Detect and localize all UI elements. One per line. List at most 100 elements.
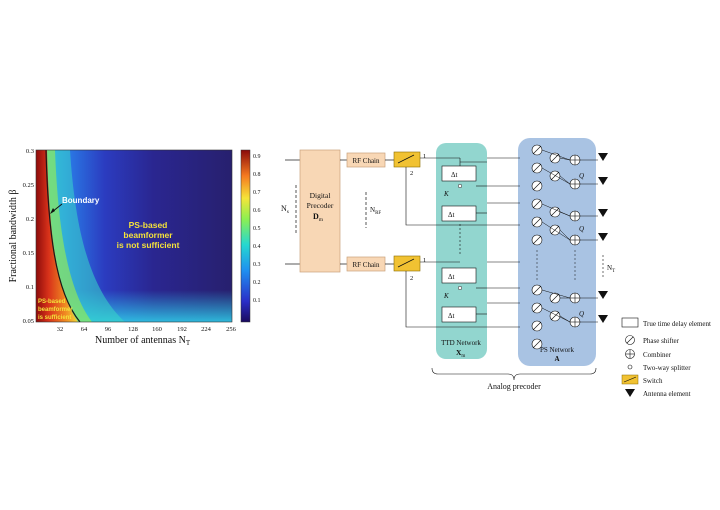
legend-label: True time delay element (643, 320, 711, 328)
antenna-icon (598, 177, 608, 185)
antenna-icon (598, 233, 608, 241)
svg-text:0.4: 0.4 (253, 244, 261, 250)
legend-label: Switch (643, 377, 663, 385)
y-axis-label: Fractional bandwidth β (8, 190, 19, 283)
legend-label: Phase shifter (643, 337, 680, 345)
ttd-delay-1 (441, 165, 477, 182)
svg-text:is sufficient: is sufficient (38, 315, 71, 321)
splitter-icon (627, 364, 633, 370)
q-label-3: Q (579, 310, 584, 318)
digital-precoder-line1: Digital (310, 191, 331, 200)
x-tick: 224 (201, 326, 212, 333)
svg-text:PS-based: PS-based (129, 220, 168, 230)
precoder-diagram: Ns Digital Precoder Dm RF Chain RF Chain… (281, 138, 615, 391)
switch-top (393, 151, 421, 168)
ttd-output-lines (460, 157, 520, 315)
boundary-label: Boundary (62, 196, 100, 205)
bypass-line-bottom (405, 271, 520, 328)
antenna-icon (598, 153, 608, 161)
svg-text:beamformer: beamformer (123, 230, 173, 240)
svg-text:0.9: 0.9 (253, 154, 261, 160)
heatmap-frame (35, 149, 233, 323)
rectangle-icon (621, 317, 639, 328)
antenna-icon (598, 315, 608, 323)
region-high-label: PS-based beamformer is not sufficient (117, 220, 180, 250)
region-low-label: PS-based beamformer is sufficient (38, 299, 73, 321)
q-label-1: Q (579, 172, 584, 180)
x-tick: 64 (81, 326, 88, 333)
svg-text:0.3: 0.3 (253, 262, 261, 268)
y-tick: 0.2 (26, 216, 34, 223)
ps-network-symbol: A (554, 355, 559, 363)
svg-text:0.7: 0.7 (253, 190, 261, 196)
y-tick-labels: 0.3 0.25 0.2 0.15 0.1 0.05 (23, 148, 34, 325)
ttd-delay-3-label: Δt (448, 273, 455, 281)
y-tick: 0.05 (23, 318, 34, 325)
x-axis-label: Number of antennas NT (95, 335, 191, 347)
svg-text:0.2: 0.2 (253, 280, 261, 286)
legend-label: Antenna element (643, 390, 691, 398)
svg-text:PS-based: PS-based (38, 299, 66, 305)
x-tick: 160 (152, 326, 162, 333)
switch-port-1-bottom: 1 (423, 257, 426, 264)
y-tick: 0.3 (26, 148, 34, 155)
heatmap-hot-region (36, 150, 78, 322)
digital-precoder-line2: Precoder (307, 201, 334, 210)
q-label-2: Q (579, 225, 584, 233)
svg-text:beamformer: beamformer (38, 307, 73, 313)
x-tick-labels: 32 64 96 128 160 192 224 256 (57, 326, 237, 333)
x-tick: 32 (57, 326, 64, 333)
legend: True time delay element Phase shifter Co… (621, 317, 711, 398)
switch-port-1-top: 1 (423, 153, 426, 160)
ttd-network-symbol: Xm (456, 348, 465, 359)
colorbar (240, 149, 251, 323)
ttd-delay-4-label: Δt (448, 312, 455, 320)
legend-label: Two-way splitter (643, 364, 691, 372)
rf-chain-bottom-label: RF Chain (352, 261, 380, 269)
ps-network-elements (531, 144, 581, 350)
boundary-arrow-head (50, 208, 55, 214)
x-tick: 256 (226, 326, 237, 333)
splitter-node (457, 183, 463, 189)
svg-text:is not sufficient: is not sufficient (117, 240, 180, 250)
ttd-delay-4 (441, 306, 477, 323)
y-tick: 0.25 (23, 182, 34, 189)
colorbar-tick-labels: 0.9 0.8 0.7 0.6 0.5 0.4 0.3 0.2 0.1 (253, 154, 261, 304)
ttd-network-label: TTD Network (441, 339, 481, 347)
switch-bottom (393, 255, 421, 272)
digital-precoder-symbol: Dm (313, 212, 324, 223)
ttd-k-bottom: K (443, 292, 449, 300)
svg-text:0.1: 0.1 (253, 298, 261, 304)
x-tick: 128 (128, 326, 138, 333)
legend-labels: True time delay element Phase shifter Co… (643, 320, 711, 398)
svg-text:0.5: 0.5 (253, 226, 261, 232)
legend-label: Combiner (643, 351, 672, 359)
nt-label: NT (607, 264, 615, 274)
ttd-k-top: K (443, 190, 449, 198)
ttd-delay-2-label: Δt (448, 211, 455, 219)
bypass-line-top (405, 167, 520, 226)
svg-text:0.8: 0.8 (253, 172, 261, 178)
x-tick: 96 (105, 326, 112, 333)
digital-precoder-block (299, 149, 341, 273)
analog-precoder-brace (431, 367, 597, 381)
y-tick: 0.1 (26, 284, 34, 291)
ps-network-label: PS Network (540, 346, 575, 354)
boundary-curve (45, 150, 81, 322)
heatmap-plot: 0.3 0.25 0.2 0.15 0.1 0.05 32 64 96 128 … (8, 148, 261, 347)
ttd-network-bg (436, 143, 487, 359)
ttd-delay-1-label: Δt (451, 171, 458, 179)
antenna-icon (598, 291, 608, 299)
ps-network-wiring (536, 149, 598, 323)
switch-port-2-bottom: 2 (410, 275, 413, 282)
y-tick: 0.15 (23, 250, 34, 257)
ttd-delay-3 (441, 267, 477, 284)
svg-text:0.6: 0.6 (253, 208, 261, 214)
antenna-icon (598, 209, 608, 217)
antenna-icon (625, 389, 635, 397)
ttd-delay-2 (441, 205, 477, 222)
switch-port-2-top: 2 (410, 170, 413, 177)
ns-label: Ns (281, 204, 289, 215)
antenna-array (598, 153, 608, 323)
